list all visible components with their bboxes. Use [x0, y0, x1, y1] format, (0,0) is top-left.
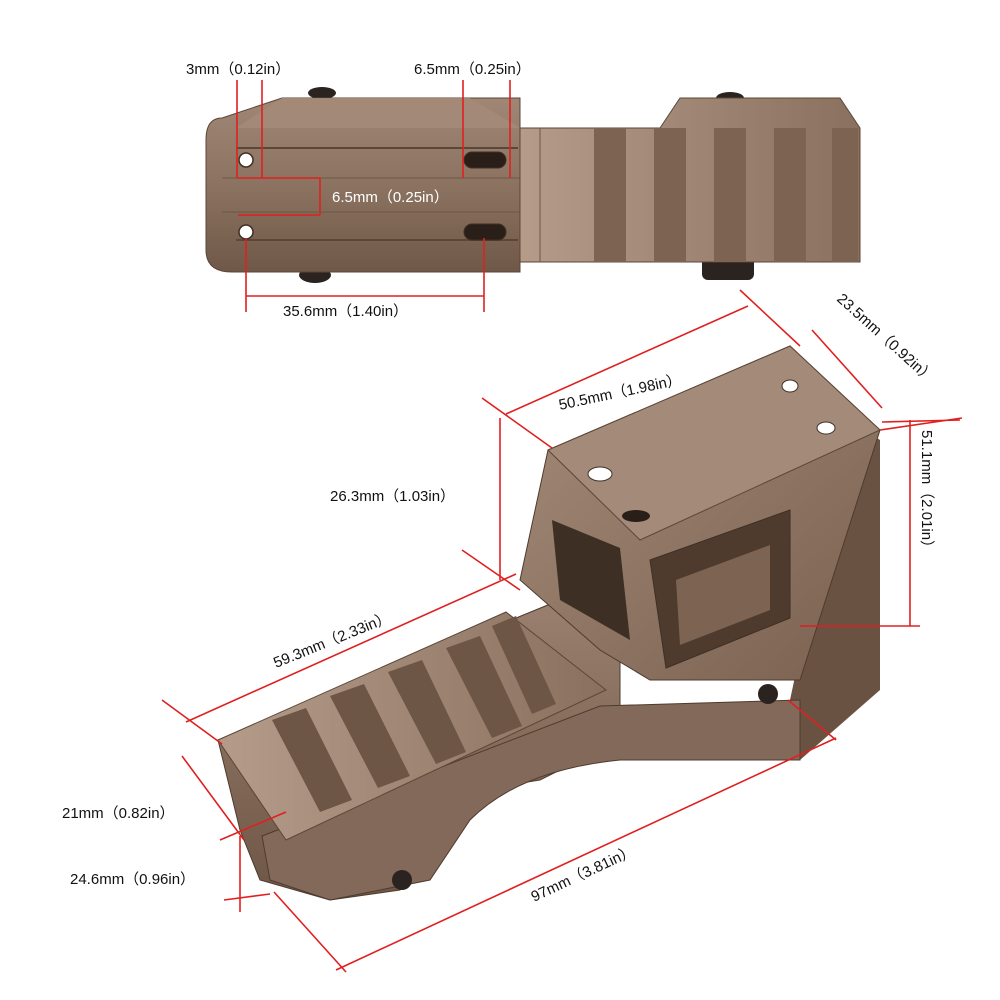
mount-slot — [463, 223, 507, 241]
total-height-label: 51.1mm（2.01in） — [918, 430, 935, 555]
hole-spacing-vertical-label: 6.5mm（0.25in） — [332, 189, 449, 206]
mount-hole — [238, 152, 254, 168]
slot-width-label: 6.5mm（0.25in） — [414, 61, 531, 78]
mount-hole — [587, 466, 613, 482]
mount-hole — [816, 421, 836, 435]
rail-length-label: 59.3mm（2.33in） — [271, 609, 393, 672]
riser-height-label: 26.3mm（1.03in） — [330, 488, 455, 505]
screw-icon — [758, 684, 778, 704]
hole-diameter-label: 3mm（0.12in） — [186, 61, 290, 78]
mount-slot — [463, 151, 507, 169]
top-view-mount — [205, 87, 861, 283]
hole-spacing-horizontal-label: 35.6mm（1.40in） — [283, 303, 408, 320]
screw-icon — [392, 870, 412, 890]
base-width-label: 24.6mm（0.96in） — [70, 871, 195, 888]
rail-height-label: 21mm（0.82in） — [62, 805, 175, 822]
top-view-dimensions: 3mm（0.12in） 6.5mm（0.25in） 6.5mm（0.25in） … — [186, 61, 531, 320]
mount-hole — [238, 224, 254, 240]
mount-hole — [781, 379, 799, 393]
angled-view-mount — [217, 345, 881, 901]
mount-hole — [622, 510, 650, 522]
screw-icon — [308, 87, 336, 99]
total-length-label: 97mm（3.81in） — [529, 843, 638, 906]
